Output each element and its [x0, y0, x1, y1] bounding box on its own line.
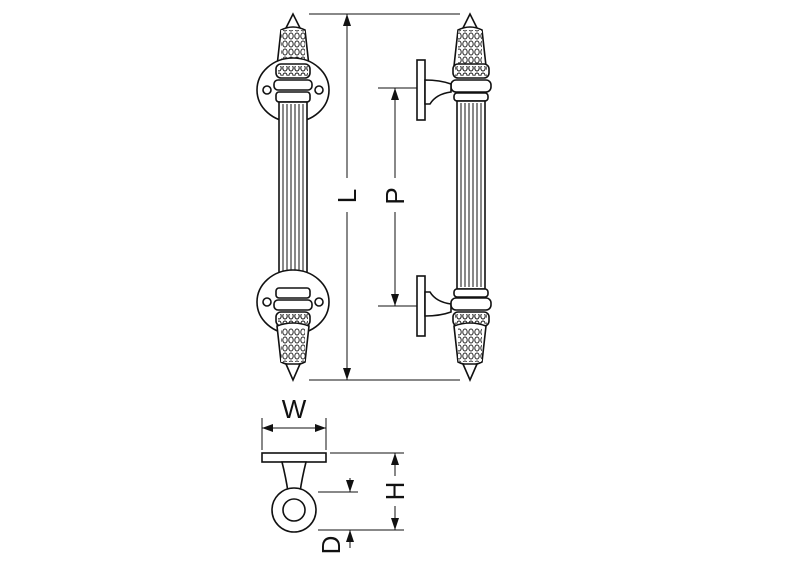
side-view-handle [416, 12, 492, 382]
front-view-handle [256, 12, 330, 382]
height-dimension: H [318, 452, 410, 531]
length-label: L [332, 189, 362, 203]
end-view-handle [261, 452, 327, 533]
width-dimension: W [261, 394, 327, 450]
height-label: H [380, 482, 410, 501]
length-dimension: L [309, 13, 460, 381]
diameter-label: D [316, 536, 346, 555]
pitch-label: P [380, 187, 410, 204]
diameter-dimension: D [316, 478, 358, 554]
width-label: W [282, 394, 307, 424]
pitch-dimension: P [378, 87, 418, 307]
